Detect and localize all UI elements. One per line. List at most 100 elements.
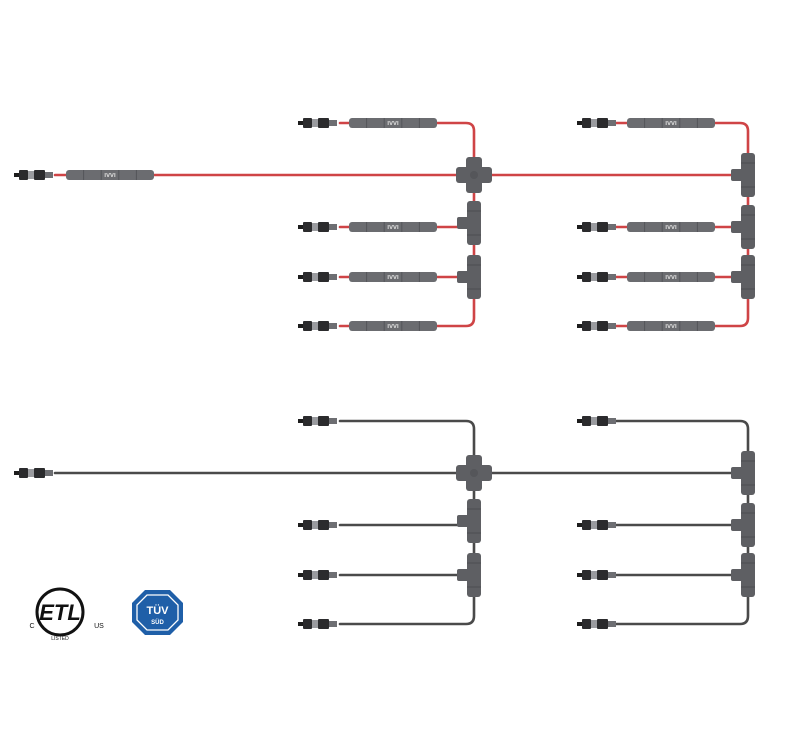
connector-body [597, 118, 608, 128]
connector-body [597, 619, 608, 629]
connector-body [597, 222, 608, 232]
connector-pin [298, 523, 303, 527]
branch-body-vertical [467, 553, 481, 597]
left-branch-tee [457, 201, 481, 245]
connector-pin [577, 419, 582, 423]
right-branch-tee [731, 153, 755, 197]
connector-boot [329, 274, 337, 280]
right-branch-tee [731, 451, 755, 495]
connector-boot [608, 120, 616, 126]
connector-nut [591, 273, 597, 281]
etl-right-text: US [94, 623, 104, 630]
connector-body [597, 570, 608, 580]
branch-body-stub [731, 221, 743, 233]
connector-body [318, 416, 329, 426]
connector-body [34, 170, 45, 180]
connector-nut [28, 469, 34, 477]
branch-body-stub [457, 515, 469, 527]
left-branch-connector [298, 416, 337, 426]
right-branch-tee [731, 255, 755, 299]
connector-nut [312, 223, 318, 231]
fuse-label: IVVI [387, 275, 399, 281]
main-feed-connector [14, 468, 53, 478]
right-branch-connector [577, 416, 616, 426]
connector-nose [582, 272, 591, 282]
left-branch-connector [298, 619, 337, 629]
right-branch-connector [577, 520, 616, 530]
connector-nut [312, 417, 318, 425]
connector-nose [582, 321, 591, 331]
connector-boot [608, 418, 616, 424]
connector-nut [312, 620, 318, 628]
connector-nose [303, 619, 312, 629]
branch-body-stub [457, 217, 469, 229]
branch-body-stub [731, 569, 743, 581]
connector-body [597, 321, 608, 331]
connector-boot [608, 621, 616, 627]
connector-nose [582, 520, 591, 530]
connector-nose [303, 570, 312, 580]
connector-boot [608, 224, 616, 230]
left-branch-tee [457, 255, 481, 299]
connector-boot [608, 522, 616, 528]
left-cross-hub [456, 455, 492, 491]
connector-nose [582, 416, 591, 426]
branch-body-stub [731, 169, 743, 181]
connector-pin [298, 275, 303, 279]
connector-pin [577, 523, 582, 527]
connector-body [597, 416, 608, 426]
branch-body-vertical [741, 503, 755, 547]
fuse-body [349, 222, 437, 232]
connector-body [318, 321, 329, 331]
fuse-body [349, 118, 437, 128]
connector-pin [577, 121, 582, 125]
branch-body-stub [731, 519, 743, 531]
connector-nut [312, 521, 318, 529]
connector-boot [329, 572, 337, 578]
hub-center [470, 469, 478, 477]
connector-nose [303, 272, 312, 282]
branch-body-vertical [467, 499, 481, 543]
connector-nose [303, 416, 312, 426]
branch-body-vertical [741, 153, 755, 197]
connector-body [318, 619, 329, 629]
right-branch-connector [577, 619, 616, 629]
connector-nut [312, 322, 318, 330]
left-branch-connector [298, 570, 337, 580]
tuv-sud-logo: TÜV SÜD [132, 590, 183, 635]
fuse-label: IVVI [387, 225, 399, 231]
left-branch-connector [298, 222, 337, 232]
left-branch-connector [298, 118, 337, 128]
fuse-body [627, 272, 715, 282]
right-branch-fuse: IVVI [627, 222, 715, 232]
branch-body-vertical [741, 451, 755, 495]
left-branch-fuse: IVVI [349, 321, 437, 331]
left-branch-fuse: IVVI [349, 272, 437, 282]
fuse-label: IVVI [665, 225, 677, 231]
right-branch-tee [731, 503, 755, 547]
branch-body-vertical [467, 201, 481, 245]
connector-body [318, 272, 329, 282]
connector-nose [303, 520, 312, 530]
fuse-label: IVVI [665, 121, 677, 127]
connector-nut [591, 620, 597, 628]
tuv-octagon [132, 590, 183, 635]
connector-body [597, 520, 608, 530]
etl-listed-logo: ETL C US LISTED [29, 587, 104, 642]
connector-pin [298, 419, 303, 423]
connector-boot [329, 418, 337, 424]
connector-pin [298, 324, 303, 328]
connector-boot [45, 470, 53, 476]
right-branch-connector [577, 570, 616, 580]
main-feed-fuse: IVVI [66, 170, 154, 180]
right-branch-fuse: IVVI [627, 118, 715, 128]
left-cross-hub [456, 157, 492, 193]
connector-nut [312, 273, 318, 281]
left-branch-connector [298, 520, 337, 530]
branch-body-vertical [741, 255, 755, 299]
connector-body [318, 118, 329, 128]
etl-bottom-text: LISTED [51, 636, 69, 642]
left-branch-fuse: IVVI [349, 118, 437, 128]
connector-body [318, 520, 329, 530]
